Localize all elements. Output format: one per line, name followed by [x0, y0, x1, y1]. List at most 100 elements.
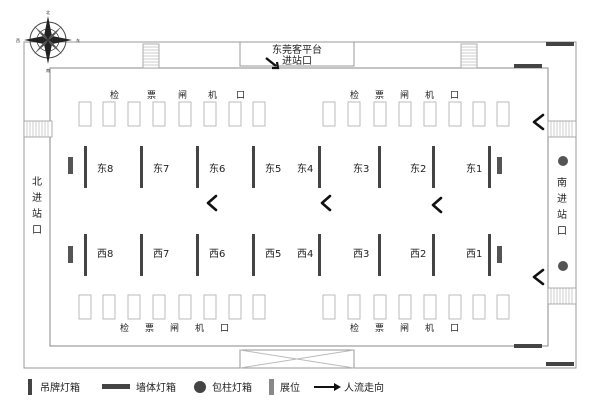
- platform-label-line1: 东莞客平台: [272, 43, 322, 56]
- hanging-lightbox: [84, 234, 87, 276]
- gate-booth: [398, 101, 412, 127]
- zone-label-west: 西7: [153, 249, 169, 260]
- stairs-right-bottom: [547, 287, 577, 305]
- zone-label-west: 西1: [466, 249, 482, 260]
- gate-booth: [252, 294, 266, 320]
- hanging-lightbox: [196, 146, 199, 188]
- wall-lightbox-small: [497, 246, 502, 263]
- zone-label-west: 西2: [410, 249, 426, 260]
- gate-booth: [423, 294, 437, 320]
- gate-booth: [398, 294, 412, 320]
- flow-arrow: [532, 113, 545, 131]
- gate-booth: [496, 101, 510, 127]
- gate-booth: [347, 101, 361, 127]
- zone-label-west: 西8: [97, 249, 113, 260]
- wall-lightbox-small: [497, 157, 502, 174]
- gate-booth: [127, 294, 141, 320]
- platform-entrance-box: [239, 41, 355, 67]
- stairs-left: [23, 120, 53, 138]
- gate-booth: [373, 101, 387, 127]
- zone-label-east: 东5: [265, 162, 281, 175]
- hanging-lightbox: [488, 234, 491, 276]
- hanging-lightbox: [140, 234, 143, 276]
- wall-lightbox: [546, 362, 574, 366]
- gate-booth: [78, 294, 92, 320]
- zone-label-west: 西6: [209, 249, 225, 260]
- gate-booth: [448, 101, 462, 127]
- hanging-lightbox: [378, 234, 381, 276]
- gate-booth: [322, 101, 336, 127]
- gate-label-top-left: 检票闸机口: [110, 89, 245, 101]
- legend-wall-icon: [102, 384, 130, 389]
- legend-flow-label: 人流走向: [344, 381, 384, 394]
- compass-rose: 北 东 南 西: [16, 9, 80, 73]
- gate-booth: [152, 101, 166, 127]
- gate-label-bottom-right: 检票闸机口: [350, 322, 459, 334]
- inner-hall-wall: [49, 67, 549, 347]
- gate-booth: [78, 101, 92, 127]
- gate-booth: [448, 294, 462, 320]
- gate-booth: [203, 101, 217, 127]
- platform-label-line2: 进站口: [282, 54, 312, 67]
- north-entrance-label: 北进站口: [32, 176, 42, 236]
- hanging-lightbox: [318, 146, 321, 188]
- compass-w: 西: [16, 38, 20, 43]
- wall-lightbox: [546, 42, 574, 46]
- gate-booth: [102, 294, 116, 320]
- flow-arrow-platform: [265, 57, 280, 70]
- legend: 吊牌灯箱 墙体灯箱 包柱灯箱 展位 人流走向: [28, 379, 384, 395]
- gate-booth: [178, 294, 192, 320]
- gate-booth: [472, 294, 486, 320]
- gate-booth: [373, 294, 387, 320]
- gate-booth: [152, 294, 166, 320]
- compass-s: 南: [46, 67, 50, 73]
- zone-label-east: 东8: [97, 162, 113, 175]
- stairs-top-left: [142, 43, 160, 69]
- hanging-lightbox: [252, 234, 255, 276]
- gate-booth: [252, 101, 266, 127]
- column-lightbox: [558, 156, 568, 166]
- gate-booth: [127, 101, 141, 127]
- zone-label-east: 东4: [297, 162, 313, 175]
- zone-label-east: 东6: [209, 162, 225, 175]
- gate-label-bottom-left: 检票闸机口: [120, 322, 229, 334]
- zone-label-west: 西4: [297, 249, 313, 260]
- south-entrance-label: 南进站口: [557, 176, 567, 237]
- gate-booth: [423, 101, 437, 127]
- legend-column-icon: [194, 381, 206, 393]
- column-lightbox: [558, 261, 568, 271]
- hanging-lightbox: [432, 234, 435, 276]
- flow-arrow: [532, 268, 545, 286]
- hanging-lightbox: [318, 234, 321, 276]
- legend-booth-label: 展位: [280, 381, 300, 394]
- zone-label-west: 西5: [265, 249, 281, 260]
- gate-booth: [203, 294, 217, 320]
- gate-booth: [102, 101, 116, 127]
- legend-wall-label: 墙体灯箱: [136, 381, 176, 394]
- gate-booth: [322, 294, 336, 320]
- gate-booth: [496, 294, 510, 320]
- booth-group: [78, 101, 510, 320]
- bottom-box-cross-2: [239, 349, 355, 369]
- wall-lightbox: [514, 64, 542, 68]
- gate-booth: [472, 101, 486, 127]
- hanging-lightbox: [432, 146, 435, 188]
- hanging-lightbox: [196, 234, 199, 276]
- zone-label-west: 西3: [353, 249, 369, 260]
- gate-booth: [228, 101, 242, 127]
- hanging-lightbox: [378, 146, 381, 188]
- legend-column-label: 包柱灯箱: [212, 381, 252, 394]
- legend-booth-icon: [269, 379, 274, 395]
- compass-n: 北: [46, 9, 50, 15]
- gate-booth: [347, 294, 361, 320]
- hanging-lightbox: [252, 146, 255, 188]
- wall-lightbox: [514, 344, 542, 348]
- wall-lightbox-small: [68, 246, 73, 263]
- hanging-lightbox: [84, 146, 87, 188]
- flow-arrow: [320, 194, 332, 212]
- legend-hanging-label: 吊牌灯箱: [40, 381, 80, 394]
- zone-label-east: 东2: [410, 162, 426, 175]
- zone-label-east: 东7: [153, 162, 169, 175]
